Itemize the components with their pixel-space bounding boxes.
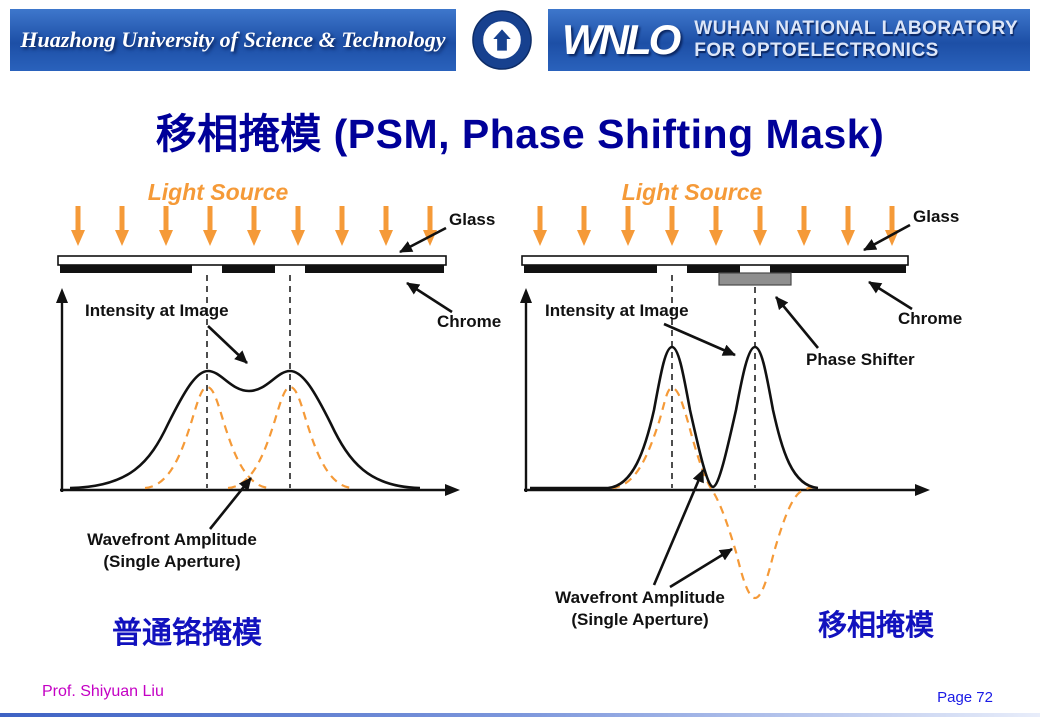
glass-label: Glass — [913, 207, 959, 226]
caption-conventional-mask: 普通铬掩模 — [112, 616, 262, 651]
glass-bar — [57, 255, 447, 266]
wavefront-pointer-arrow — [652, 469, 705, 586]
caption-psm: 移相掩模 — [818, 608, 935, 642]
wavefront-label-line1: Wavefront Amplitude — [87, 530, 257, 549]
chrome-segment — [60, 265, 192, 273]
intensity-curve — [530, 345, 819, 490]
chrome-pointer-arrow — [406, 281, 453, 314]
glass-bar — [521, 255, 909, 266]
intensity-label: Intensity at Image — [85, 301, 229, 320]
conventional-mask-diagram: Light Source Glass Chro — [56, 179, 501, 571]
wavefront-label-line1: Wavefront Amplitude — [555, 588, 725, 607]
wnlo-banner: WNLO WUHAN NATIONAL LABORATORY FOR OPTOE… — [548, 9, 1030, 71]
x-axis-arrowhead — [915, 484, 930, 496]
university-banner: Huazhong University of Science & Technol… — [10, 9, 456, 71]
glass-pointer-arrow — [863, 223, 911, 252]
university-seal-icon — [472, 10, 532, 70]
university-name: Huazhong University of Science & Technol… — [20, 27, 446, 52]
light-source-arrows — [533, 206, 899, 246]
wavefront-amplitude-curve — [144, 385, 270, 490]
chrome-segment — [305, 265, 444, 273]
footer-author: Prof. Shiyuan Liu — [42, 683, 164, 700]
wnlo-logo: WNLO — [562, 16, 681, 63]
chrome-segment — [770, 265, 906, 273]
chrome-segment — [687, 265, 740, 273]
lab-name: WUHAN NATIONAL LABORATORY FOR OPTOELECTR… — [694, 18, 1018, 63]
chrome-pointer-arrow — [868, 280, 913, 311]
glass-pointer-arrow — [399, 226, 447, 254]
header-banner: Huazhong University of Science & Technol… — [10, 9, 1030, 71]
y-axis-arrowhead — [56, 288, 68, 303]
footer-page-number: Page 72 — [937, 689, 993, 706]
x-axis-arrowhead — [445, 484, 460, 496]
phase-shifter-rect — [718, 272, 792, 286]
wavefront-amplitude-curve — [611, 386, 819, 600]
intensity-label: Intensity at Image — [545, 301, 689, 320]
light-source-arrows — [71, 206, 437, 246]
chrome-label: Chrome — [437, 312, 501, 331]
bottom-divider — [0, 713, 1040, 717]
phase-shifter-label: Phase Shifter — [806, 350, 915, 369]
wavefront-amplitude-curve — [227, 385, 353, 490]
wavefront-label-line2: (Single Aperture) — [571, 610, 708, 629]
chrome-label: Chrome — [898, 309, 962, 328]
wavefront-pointer-arrow — [208, 477, 253, 530]
light-source-label: Light Source — [622, 179, 763, 205]
university-seal — [456, 9, 548, 71]
lab-name-line1: WUHAN NATIONAL LABORATORY — [694, 17, 1019, 39]
chrome-segment — [222, 265, 275, 273]
psm-diagram: Light Source Glass Chro — [520, 179, 962, 629]
glass-label: Glass — [449, 210, 495, 229]
phase-shifter-pointer-arrow — [774, 296, 820, 349]
chrome-segment — [524, 265, 657, 273]
page-title: 移相掩模 (PSM, Phase Shifting Mask) — [155, 111, 885, 157]
wavefront-pointer-arrow — [669, 547, 733, 589]
y-axis-arrowhead — [520, 288, 532, 303]
wavefront-label-line2: (Single Aperture) — [103, 552, 240, 571]
intensity-pointer-arrow — [207, 325, 248, 364]
intensity-curve — [69, 369, 421, 490]
lab-name-line2: FOR OPTOELECTRONICS — [694, 40, 939, 61]
light-source-label: Light Source — [148, 179, 289, 205]
intensity-pointer-arrow — [663, 322, 736, 357]
